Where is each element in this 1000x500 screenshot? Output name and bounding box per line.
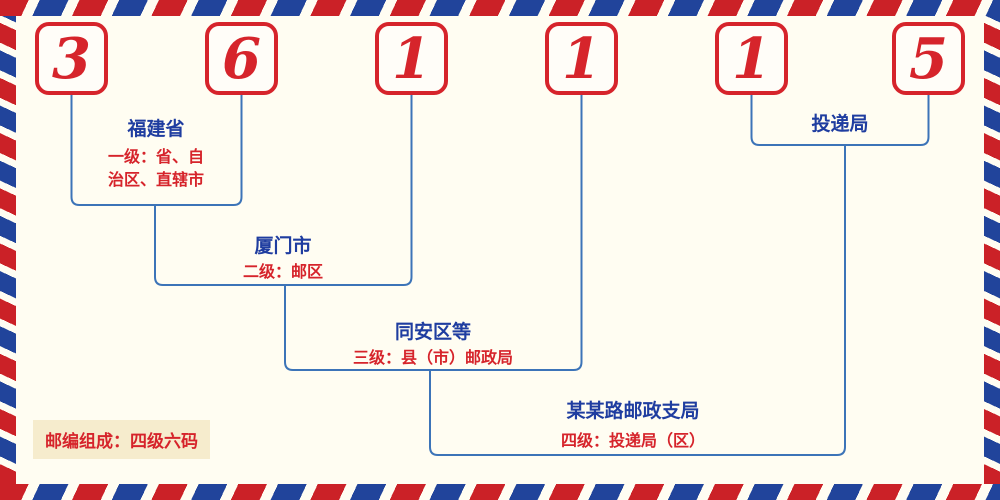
airmail-border-bottom <box>0 484 1000 500</box>
level2-name: 厦门市 <box>254 236 312 257</box>
digit-6: 5 <box>909 25 948 92</box>
digit-box-6: 5 <box>892 22 965 95</box>
level1-desc-line1: 一级：省、自 <box>107 149 204 166</box>
level1-desc-line2: 治区、直辖市 <box>107 172 204 189</box>
digit-box-4: 1 <box>545 22 618 95</box>
bracket-level3 <box>284 95 583 371</box>
level3-name: 同安区等 <box>394 322 471 343</box>
delivery-name: 投递局 <box>811 114 869 135</box>
digit-1: 3 <box>52 25 91 92</box>
digit-5: 1 <box>732 25 771 92</box>
composition-note: 邮编组成：四级六码 <box>33 420 210 459</box>
digit-3: 1 <box>392 25 431 92</box>
level1-name: 福建省 <box>127 119 185 140</box>
airmail-border-left <box>0 16 16 484</box>
bracket-level4 <box>429 145 846 456</box>
digit-box-2: 6 <box>205 22 278 95</box>
digit-box-3: 1 <box>375 22 448 95</box>
bracket-level2 <box>154 95 413 286</box>
digit-4: 1 <box>562 25 601 92</box>
digit-2: 6 <box>222 25 261 92</box>
airmail-border-right <box>984 16 1000 484</box>
level4-name: 某某路邮政支局 <box>566 401 700 422</box>
level3-desc: 三级：县（市）邮政局 <box>352 350 513 367</box>
level2-desc: 二级：邮区 <box>242 264 323 281</box>
digit-box-1: 3 <box>35 22 108 95</box>
level4-desc: 四级：投递局（区） <box>560 433 705 450</box>
airmail-border-top <box>0 0 1000 16</box>
digit-box-5: 1 <box>715 22 788 95</box>
bracket-delivery <box>750 95 930 146</box>
bracket-level1 <box>70 95 243 206</box>
